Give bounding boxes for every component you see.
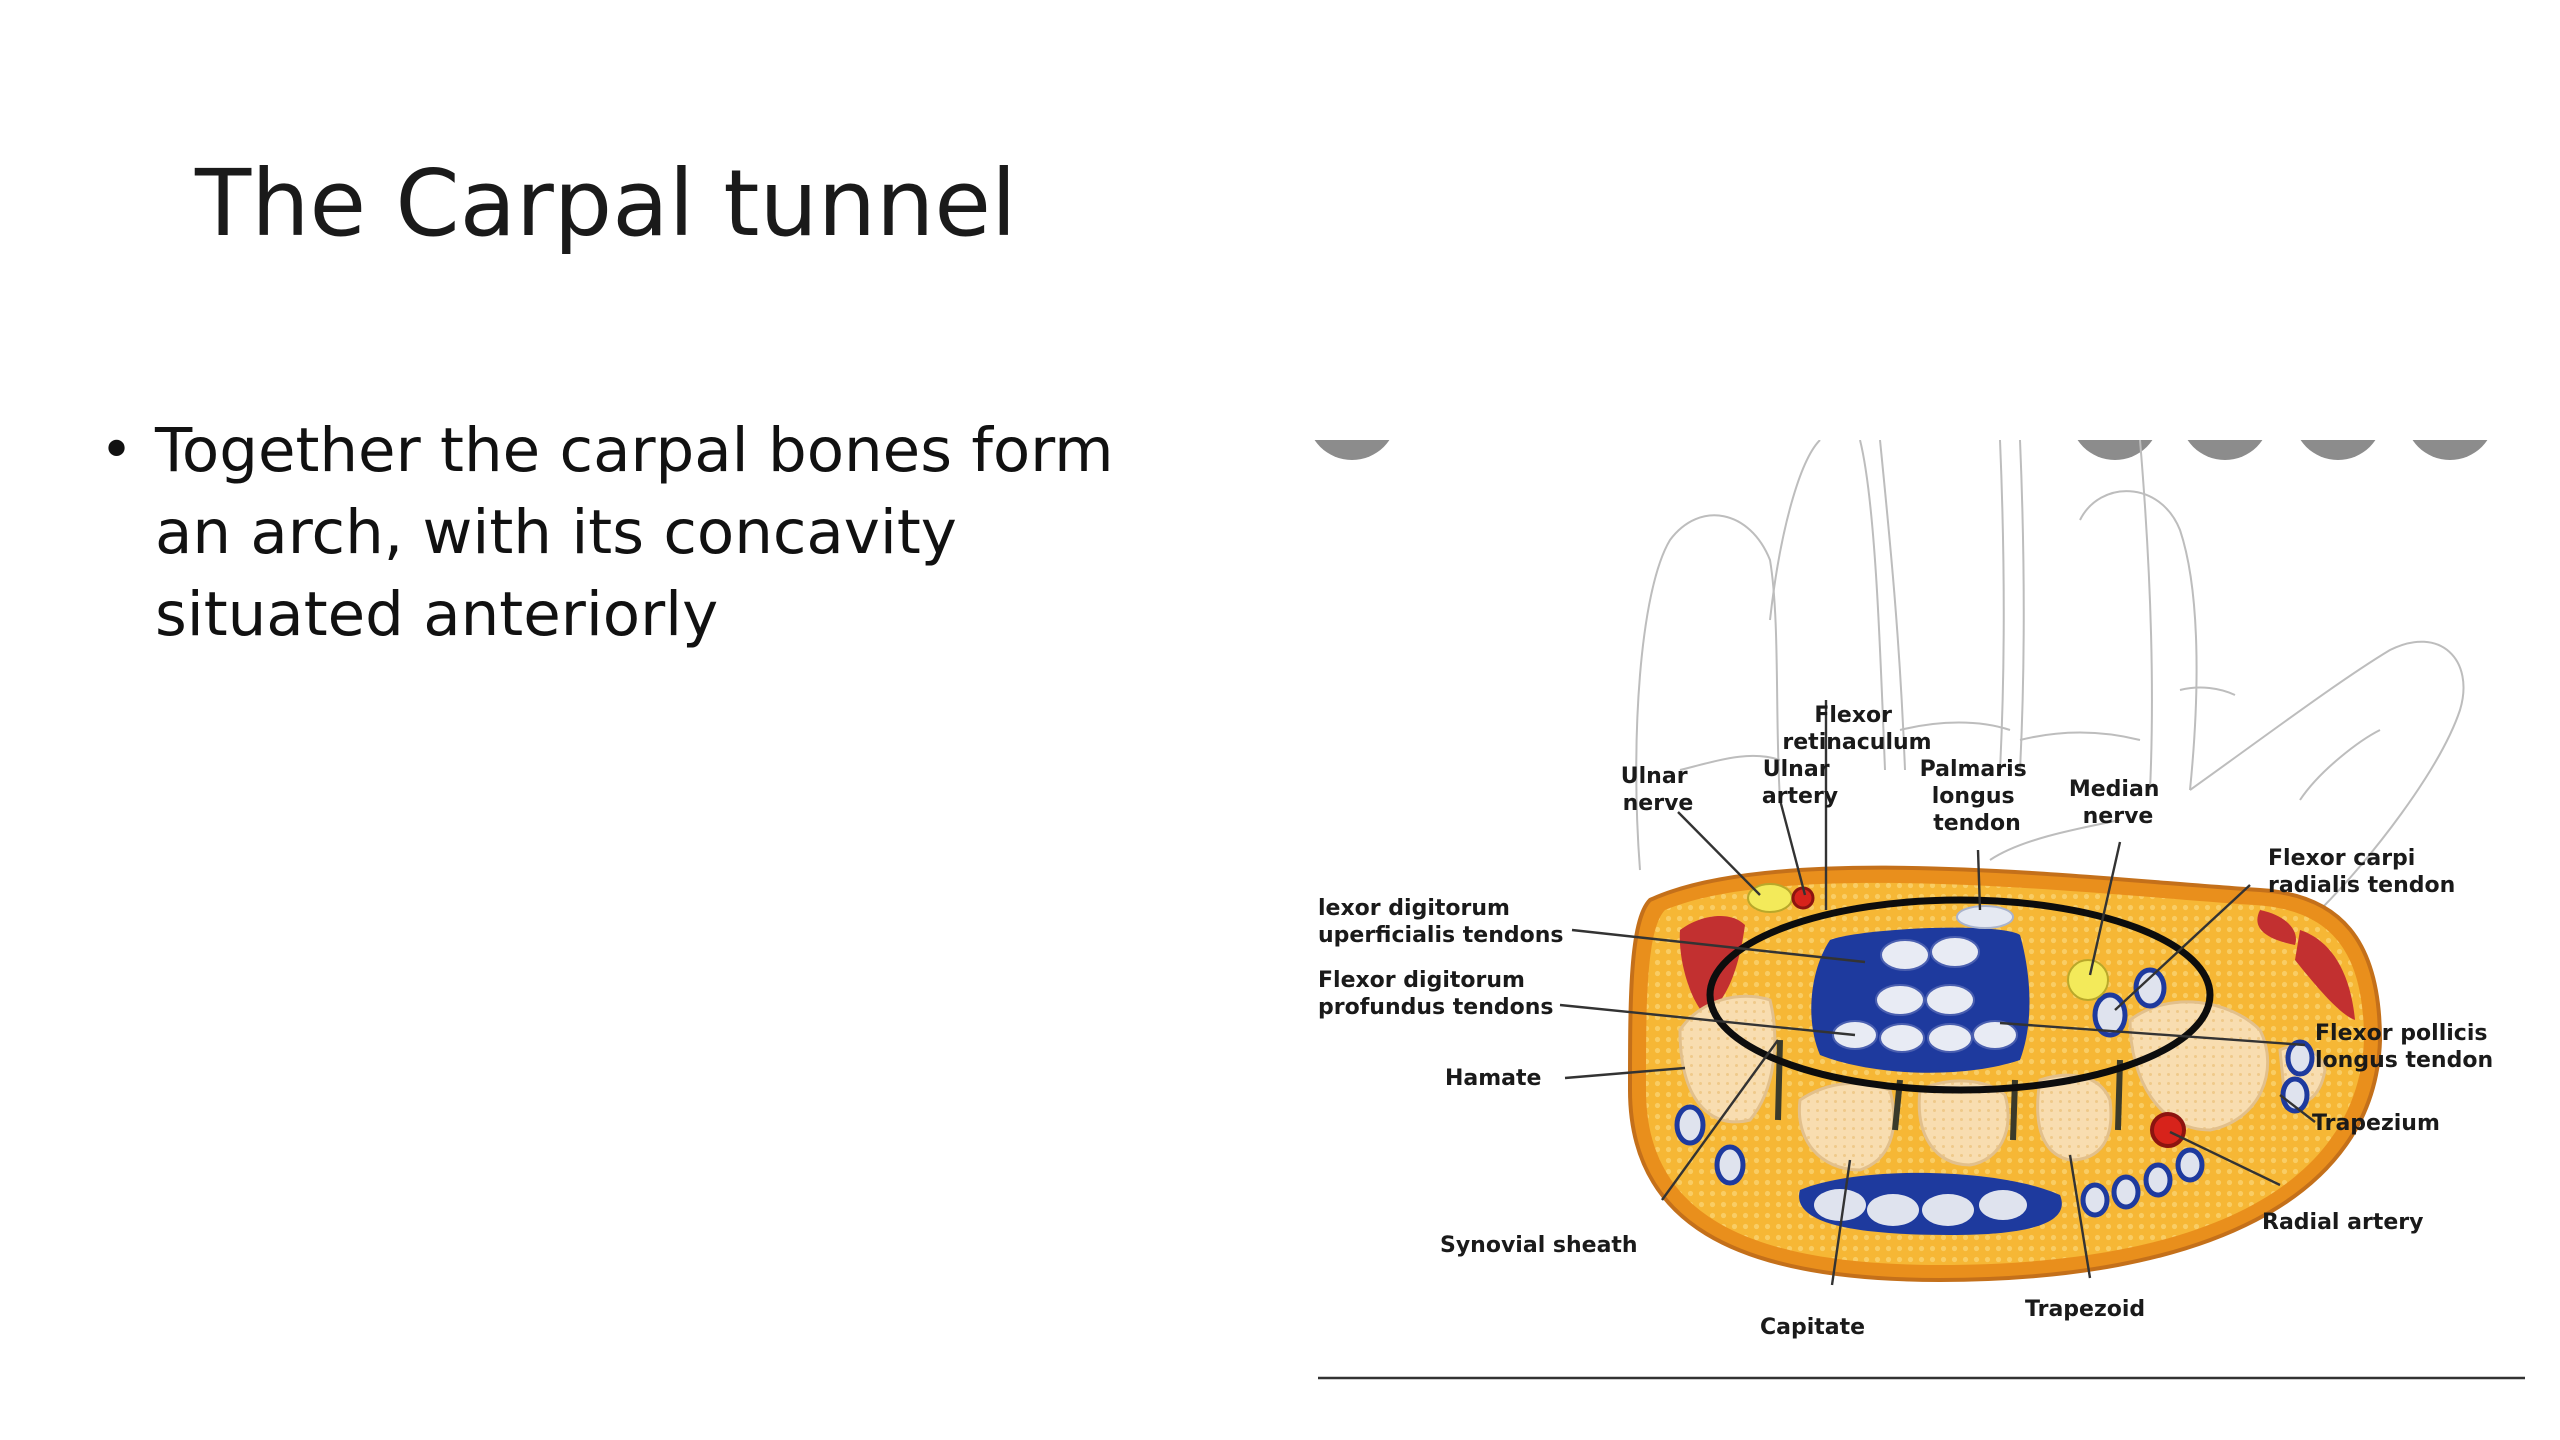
bullet-list: Together the carpal bones form an arch, … [100, 410, 1200, 656]
toolbar-circles [1307, 440, 2495, 460]
label-synovial-sheath: Synovial sheath [1440, 1233, 1638, 1258]
label-fdp-tendons: Flexor digitorum profundus tendons [1318, 968, 1554, 1020]
bullet-item: Together the carpal bones form an arch, … [100, 410, 1200, 656]
label-radial-artery: Radial artery [2262, 1210, 2423, 1235]
label-fds-tendons: lexor digitorum uperficialis tendons [1318, 896, 1563, 948]
label-ulnar-nerve: Ulnar nerve [1621, 764, 1695, 816]
label-palmaris-longus-tendon: Palmaris longus tendon [1920, 757, 2035, 836]
label-flexor-carpi-radialis-tendon: Flexor carpi radialis tendon [2268, 846, 2455, 898]
label-capitate: Capitate [1760, 1315, 1865, 1340]
slide-title: The Carpal tunnel [195, 150, 1017, 257]
label-flexor-retinaculum: Flexor retinaculum [1782, 703, 1931, 755]
label-trapezium: Trapezium [2312, 1111, 2440, 1136]
flexor-tendons [1811, 928, 2029, 1073]
carpal-tunnel-diagram: Flexor retinaculum Ulnar nerve Ulnar art… [1300, 440, 2560, 1440]
label-median-nerve: Median nerve [2069, 777, 2167, 829]
label-trapezoid: Trapezoid [2025, 1297, 2145, 1322]
label-hamate: Hamate [1445, 1066, 1541, 1091]
